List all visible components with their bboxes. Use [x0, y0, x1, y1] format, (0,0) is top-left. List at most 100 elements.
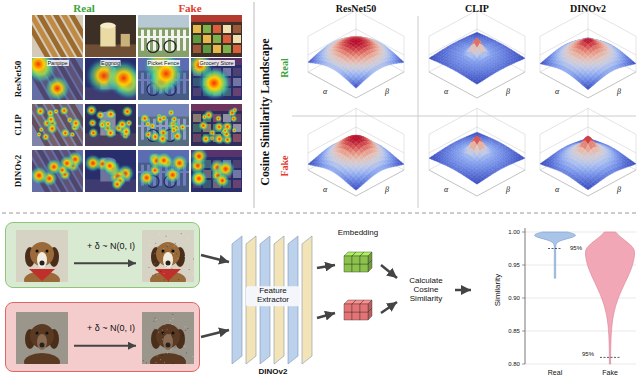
- photo-part: [213, 45, 221, 53]
- photo-part: [177, 30, 180, 51]
- plot-axes-part: [308, 134, 309, 170]
- photo-part: [193, 25, 201, 33]
- attention-map-part: [197, 66, 230, 99]
- photo-part: [141, 30, 144, 51]
- plot-axes-part: [477, 10, 525, 36]
- landscape-plot: [308, 108, 404, 196]
- attention-map-part: [104, 120, 112, 128]
- similarity-surface: [308, 36, 404, 88]
- photo-part: [233, 25, 241, 33]
- plot-axes-part: [540, 10, 588, 36]
- photo-part: [233, 35, 241, 43]
- plot-axes-part: [308, 46, 356, 72]
- grid-divider: [292, 116, 636, 117]
- plot-axes-part: [356, 10, 404, 36]
- plot-axes-part: [540, 29, 588, 55]
- attention-map-part: [138, 150, 189, 192]
- plot-axes: [308, 108, 404, 196]
- plot-axes-part: [404, 36, 405, 72]
- photo-part: [138, 15, 189, 28]
- photo-part: [147, 41, 159, 53]
- attention-map-part: [36, 131, 42, 137]
- plot-axes-part: [308, 36, 309, 72]
- landscape-plot: [429, 108, 525, 196]
- attention-map-part: [191, 169, 208, 187]
- attention-map-part: [191, 104, 242, 146]
- attention-map-part: [85, 104, 136, 146]
- attention-map-part: [178, 123, 187, 132]
- plot-axes-part: [308, 29, 356, 55]
- plot-axes-part: [356, 46, 404, 72]
- attention-map-part: [95, 110, 105, 120]
- plot-axes-part: [308, 72, 404, 98]
- attention-map-part: [138, 150, 189, 192]
- plot-axes-part: [356, 127, 404, 153]
- attention-map: [32, 104, 83, 146]
- attention-map-part: [59, 106, 69, 116]
- attention-map: [32, 58, 83, 100]
- section-divider: [2, 213, 638, 214]
- plot-axes: [429, 108, 525, 196]
- plot-axes-part: [404, 134, 405, 170]
- attention-map-part: [111, 178, 124, 191]
- plot-axes-part: [588, 10, 636, 36]
- attention-map-part: [46, 109, 55, 118]
- attention-map-part: [191, 58, 242, 100]
- similarity-surface: [429, 132, 525, 184]
- plot-axes-part: [525, 134, 526, 170]
- plot-axes-part: [308, 108, 356, 134]
- plot-axes-part: [540, 72, 636, 98]
- photo-part: [54, 15, 83, 56]
- landscape-plot: [540, 10, 636, 98]
- plot-axes-part: [588, 46, 636, 72]
- attention-map-part: [215, 173, 230, 188]
- photo-part: [233, 45, 241, 53]
- attention-map-part: [167, 108, 175, 116]
- attention-map-part: [138, 169, 156, 187]
- plot-axes-part: [429, 108, 477, 134]
- attention-map: [138, 104, 189, 146]
- attention-map-part: [105, 108, 117, 120]
- attention-map-part: [155, 151, 173, 169]
- attention-map: [32, 150, 83, 192]
- photo-part: [203, 45, 211, 53]
- plot-axes-part: [636, 36, 637, 72]
- landscape-plot: [429, 10, 525, 98]
- attention-map-part: [32, 104, 83, 146]
- photo-part: [191, 15, 242, 22]
- attention-map-part: [88, 128, 99, 139]
- photo-part: [138, 15, 189, 57]
- photo-part: [138, 36, 189, 38]
- photo-part: [223, 35, 231, 43]
- attention-map-part: [157, 133, 169, 145]
- attention-map-part: [105, 127, 116, 138]
- plot-axes-part: [477, 29, 525, 55]
- similarity-surface: [540, 38, 636, 90]
- attention-map-part: [230, 115, 238, 123]
- plot-axes-part: [429, 170, 525, 196]
- plot-axes-part: [356, 29, 404, 55]
- attention-map-part: [191, 150, 208, 165]
- attention-map-part: [70, 117, 82, 129]
- photo-part: [203, 35, 211, 43]
- attention-map-part: [88, 118, 97, 127]
- attention-map-part: [32, 104, 83, 146]
- photo-part: [193, 45, 201, 53]
- photo-part: [100, 23, 115, 29]
- attention-map-part: [191, 104, 242, 146]
- similarity-surface: [429, 32, 525, 84]
- photo-part: [193, 35, 201, 43]
- photo-part: [165, 30, 168, 51]
- attention-map-part: [198, 120, 209, 131]
- photo-part: [223, 25, 231, 33]
- photo-part: [213, 35, 221, 43]
- attention-map-part: [102, 158, 118, 174]
- plot-axes-part: [429, 72, 525, 98]
- attention-map-part: [172, 131, 183, 142]
- photo-part: [100, 26, 115, 47]
- plot-axes: [540, 10, 636, 98]
- photo-part: [223, 45, 231, 53]
- attention-map-part: [35, 106, 46, 117]
- attention-map-part: [170, 154, 189, 173]
- attention-map-part: [41, 132, 50, 141]
